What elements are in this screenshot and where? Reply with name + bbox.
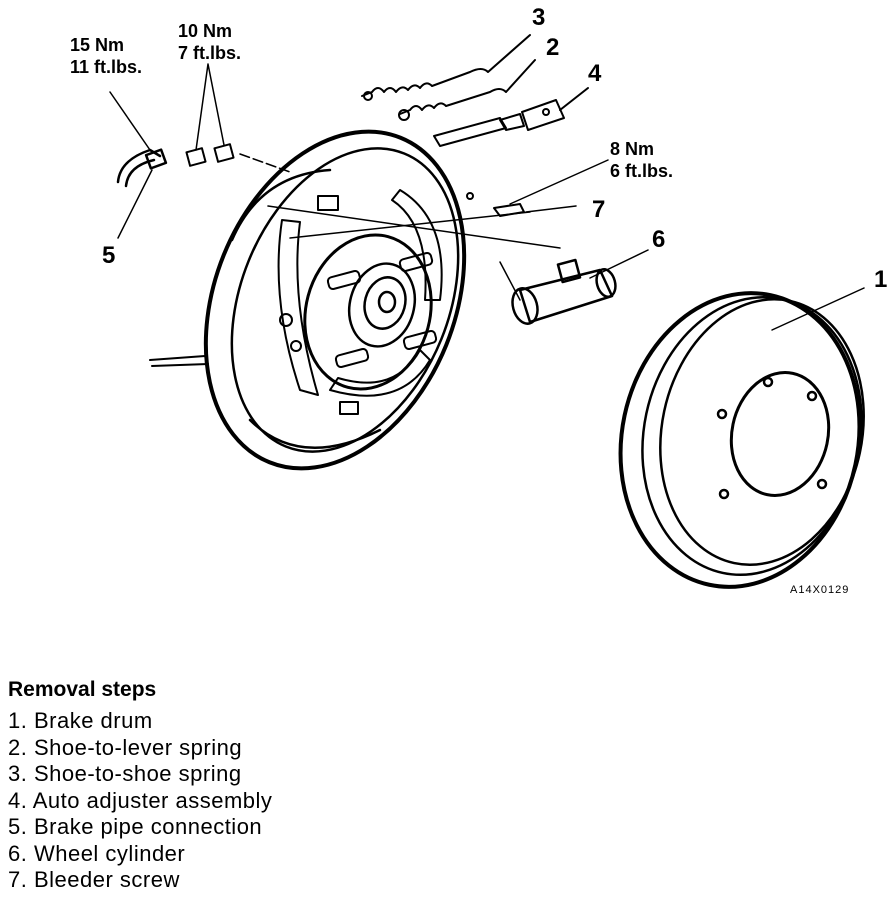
- figure-code: A14X0129: [790, 584, 850, 596]
- removal-step: 5. Brake pipe connection: [8, 814, 263, 839]
- removal-steps-heading: Removal steps: [8, 678, 157, 701]
- shoe-to-shoe-spring: [361, 34, 531, 101]
- removal-step: 6. Wheel cylinder: [8, 840, 186, 866]
- torque-ftlbs: 7 ft.lbs.: [178, 43, 242, 63]
- torque-ftlbs: 11 ft.lbs.: [70, 57, 143, 77]
- removal-steps-list: 1. Brake drum 2. Shoe-to-lever spring 3.…: [8, 708, 272, 894]
- removal-step: 2. Shoe-to-lever spring: [8, 734, 243, 760]
- backing-plate: [203, 129, 467, 471]
- removal-step: 7. Bleeder screw: [8, 867, 180, 892]
- wheel-studs: [326, 251, 438, 369]
- brake-pipe-torque: 15 Nm 11 ft.lbs.: [70, 34, 142, 78]
- parking-brake-cable: [149, 355, 209, 367]
- exploded-brake-diagram: [109, 34, 865, 589]
- shoe-to-lever-spring: [398, 59, 536, 121]
- brake-drum: [618, 287, 865, 589]
- auto-adjuster-assembly: [433, 87, 589, 147]
- callout-7: 7: [592, 196, 606, 223]
- torque-nm: 15 Nm: [70, 35, 125, 55]
- removal-steps: Removal steps 1. Brake drum 2. Shoe-to-l…: [8, 678, 272, 894]
- removal-step: 4. Auto adjuster assembly: [8, 787, 273, 813]
- torque-ftlbs: 6 ft.lbs.: [610, 161, 674, 181]
- torque-nm: 10 Nm: [178, 21, 233, 41]
- callout-4: 4: [588, 60, 602, 87]
- torque-nm: 8 Nm: [610, 139, 655, 159]
- wheel-cylinder-bolt-torque: 10 Nm 7 ft.lbs.: [178, 20, 241, 64]
- callout-1: 1: [874, 266, 888, 293]
- wheel-cylinder-bolts: [185, 63, 291, 173]
- bleeder-screw-torque: 8 Nm 6 ft.lbs.: [610, 138, 673, 182]
- callout-2: 2: [546, 34, 560, 61]
- callout-3: 3: [532, 4, 546, 31]
- removal-step: 1. Brake drum: [8, 708, 153, 733]
- wheel-hub: [303, 233, 438, 391]
- wheel-cylinder: [511, 249, 649, 325]
- callout-6: 6: [652, 226, 666, 253]
- brake-pipe-connection: [109, 91, 168, 239]
- callout-5: 5: [102, 242, 116, 269]
- removal-step: 3. Shoe-to-shoe spring: [8, 761, 242, 786]
- alignment-lines: [267, 205, 561, 301]
- bleeder-screw: [466, 159, 609, 217]
